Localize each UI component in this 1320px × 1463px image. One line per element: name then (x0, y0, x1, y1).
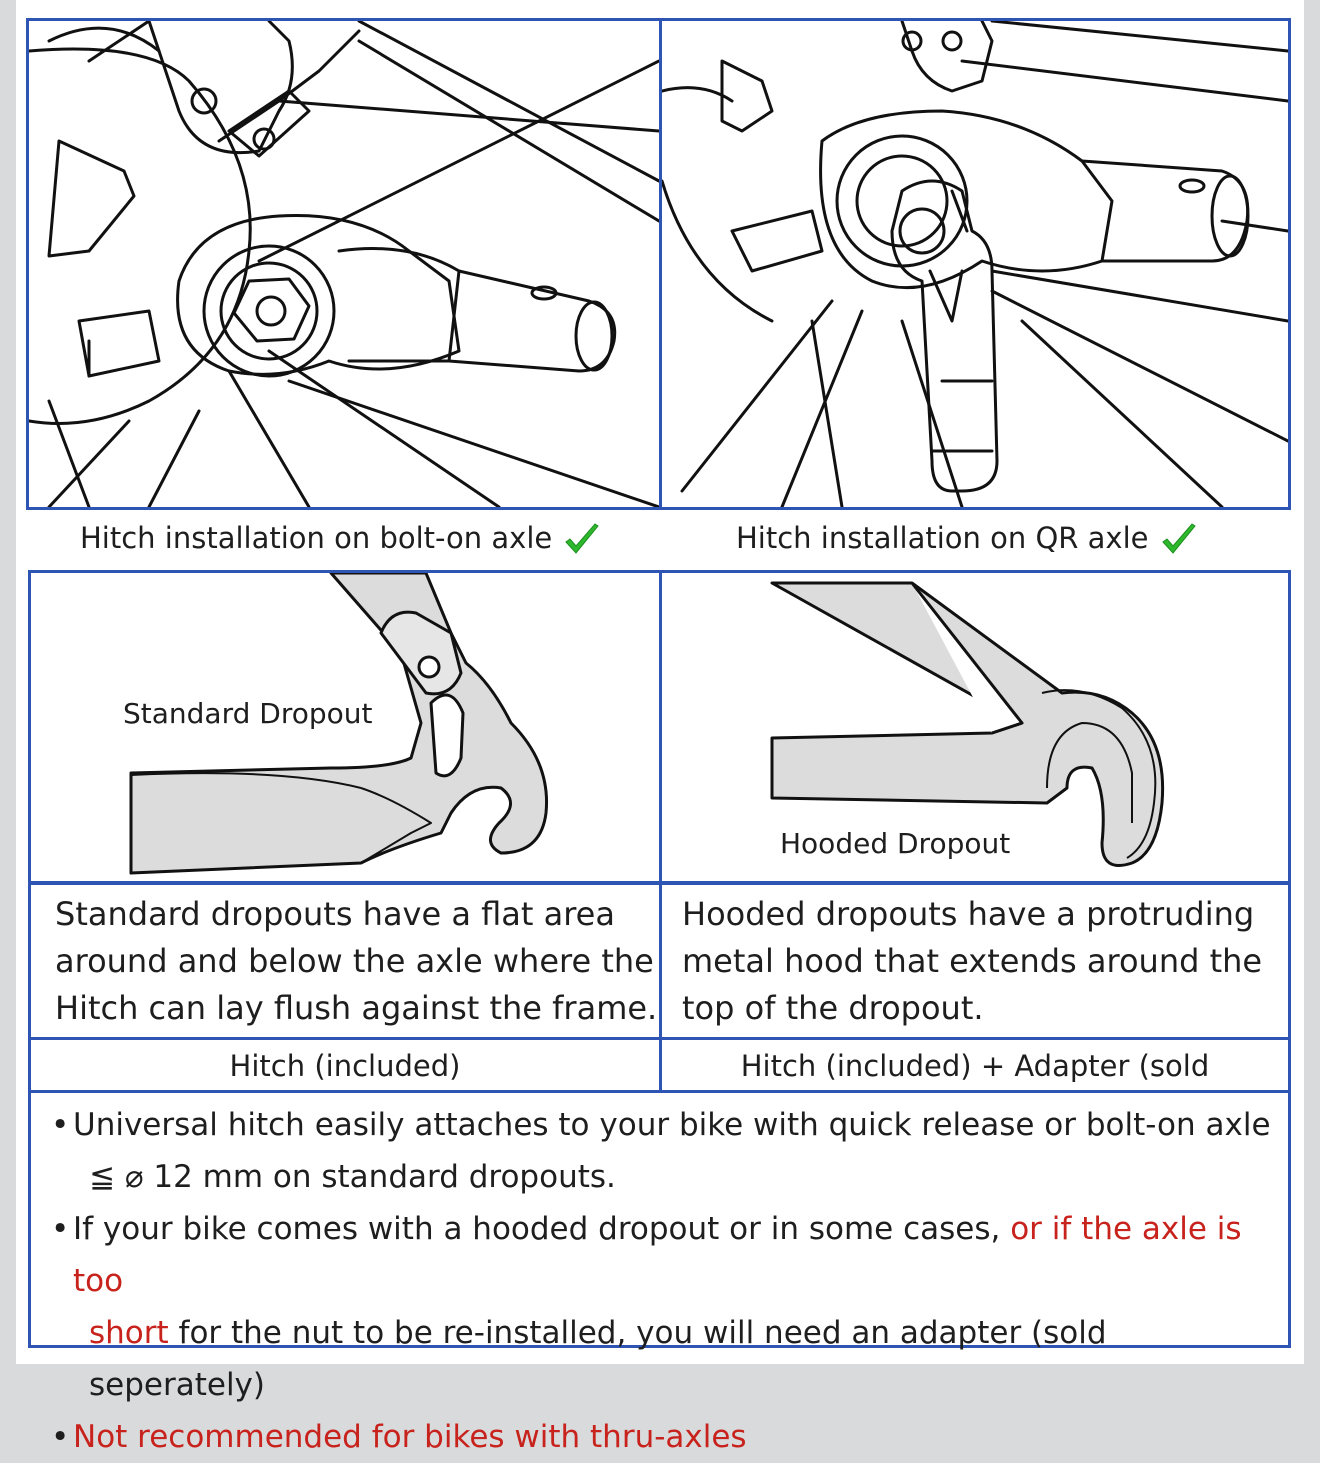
standard-dropout-illustration: Standard Dropout (28, 570, 662, 884)
product-info-sheet: Hitch installation on bolt-on axle Hitch… (16, 0, 1304, 1455)
bullet-dot: • (51, 1419, 70, 1455)
hooded-dropout-label: Hooded Dropout (780, 827, 1011, 860)
standard-desc-line2: around and below the axle where the (55, 942, 654, 980)
qr-caption-text: Hitch installation on QR axle (736, 521, 1149, 555)
hooded-dropout-description: Hooded dropouts have a protruding metal … (659, 882, 1291, 1040)
checkmark-icon (1161, 523, 1196, 554)
note-3-warning: Not recommended for bikes with thru-axle… (73, 1419, 747, 1455)
qr-caption: Hitch installation on QR axle (736, 520, 1199, 558)
checkmark-icon (565, 523, 599, 554)
bolt-on-caption: Hitch installation on bolt-on axle (80, 520, 602, 558)
bolt-on-caption-text: Hitch installation on bolt-on axle (80, 521, 553, 555)
hooded-dropout-illustration: Hooded Dropout (659, 570, 1291, 884)
note-1-line-1: Universal hitch easily attaches to your … (73, 1107, 1271, 1143)
standard-requirement-text: Hitch (included) (229, 1049, 461, 1083)
standard-desc-line1: Standard dropouts have a flat area (55, 895, 615, 933)
note-thru-axles: • Not recommended for bikes with thru-ax… (51, 1411, 1288, 1463)
note-2-line-2: short for the nut to be re-installed, yo… (51, 1307, 1288, 1411)
hooded-desc-line2: metal hood that extends around the (682, 942, 1263, 980)
note-hooded-adapter: • If your bike comes with a hooded dropo… (51, 1203, 1288, 1307)
hooded-desc-line3: top of the dropout. (682, 989, 984, 1027)
standard-desc-line3: Hitch can lay flush against the frame. (55, 989, 658, 1027)
note-2-warning-1: or if the axle is too (73, 1211, 1242, 1299)
hooded-requirement: Hitch (included) + Adapter (sold seperat… (659, 1037, 1291, 1123)
notes-section: • Universal hitch easily attaches to you… (28, 1090, 1291, 1455)
note-2-warning-2: short (89, 1315, 169, 1351)
bullet-dot: • (51, 1107, 70, 1143)
note-2-part-1: If your bike comes with a hooded dropout… (73, 1211, 1011, 1247)
note-1-line-2: ≦ ⌀ 12 mm on standard dropouts. (89, 1159, 616, 1195)
note-universal-hitch: • Universal hitch easily attaches to you… (51, 1099, 1288, 1151)
standard-dropout-description: Standard dropouts have a flat area aroun… (28, 882, 662, 1040)
note-2-part-2: for the nut to be re-installed, you will… (89, 1315, 1107, 1403)
qr-axle-illustration (659, 18, 1291, 510)
standard-dropout-label: Standard Dropout (123, 697, 373, 730)
bullet-dot: • (51, 1211, 70, 1247)
standard-requirement: Hitch (included) (28, 1037, 662, 1093)
bolt-on-axle-illustration (26, 18, 662, 510)
hooded-desc-line1: Hooded dropouts have a protruding (682, 895, 1255, 933)
